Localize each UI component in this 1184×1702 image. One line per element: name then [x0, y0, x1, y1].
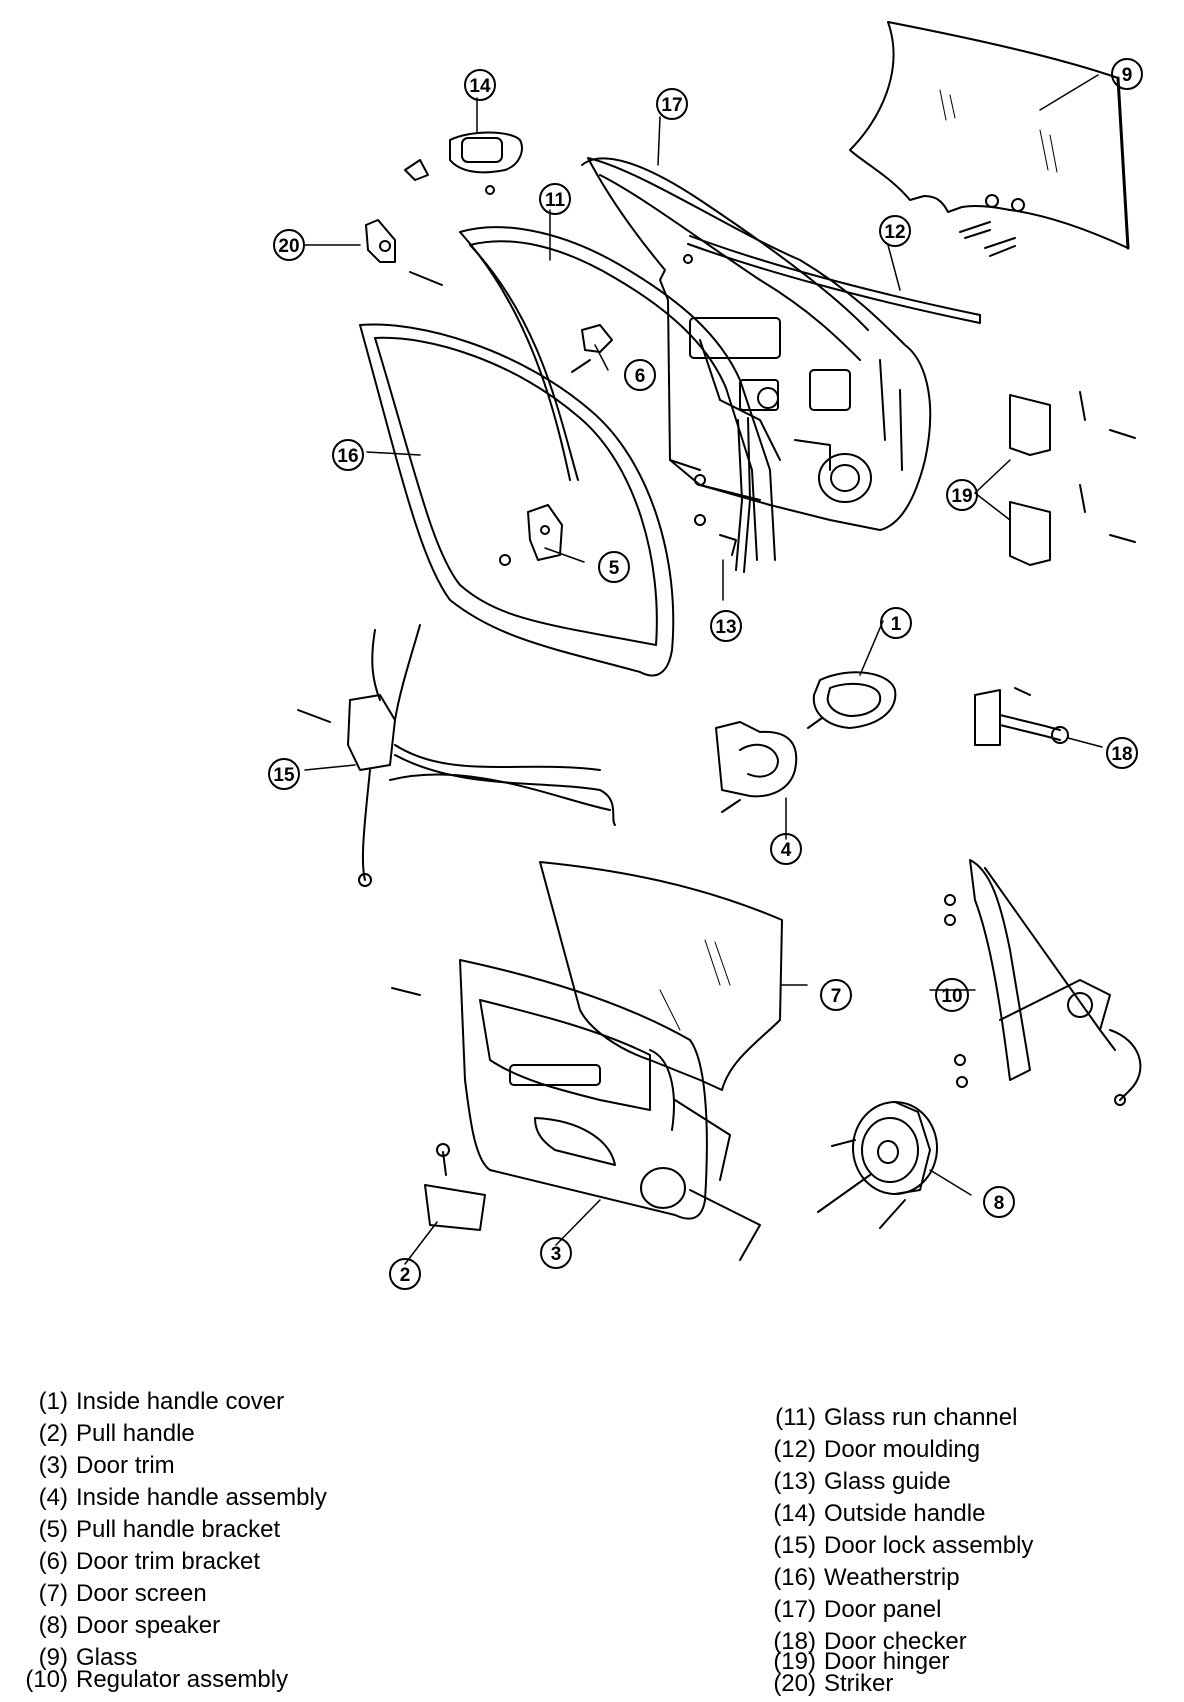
svg-text:1: 1: [891, 614, 902, 635]
callout-13: 13: [710, 610, 742, 642]
callout-20: 20: [273, 229, 305, 261]
legend-item-8: (8) Door speaker: [38, 1612, 221, 1639]
exploded-door-diagram: 1 2 3 4 5 6 7 8 9 10 11 12: [268, 0, 1143, 1290]
part-outside-handle: [405, 133, 522, 195]
svg-text:2: 2: [400, 1265, 411, 1286]
svg-text:15: 15: [273, 765, 295, 786]
svg-text:10: 10: [941, 986, 962, 1007]
legend-item-14: (14) Outside handle: [773, 1500, 986, 1527]
callout-16: 16: [332, 439, 364, 471]
legend-item-2: (2) Pull handle: [38, 1420, 195, 1447]
svg-text:3: 3: [551, 1244, 562, 1265]
callout-8: 8: [983, 1186, 1015, 1218]
svg-text:16: 16: [337, 446, 358, 467]
part-door-trim-bracket: [572, 325, 612, 372]
legend-item-17: (17) Door panel: [773, 1596, 942, 1623]
legend-item-10: (10) Regulator assembly: [25, 1666, 289, 1693]
part-glass-guide: [695, 418, 750, 572]
legend-item-19: (19) Door hinger: [773, 1648, 950, 1675]
callout-18: 18: [1106, 737, 1138, 769]
legend-item-11: (11) Glass run channel: [775, 1404, 1018, 1431]
legend-item-16: (16) Weatherstrip: [773, 1564, 960, 1591]
part-striker: [366, 220, 442, 285]
part-pull-handle-bracket: [500, 505, 562, 565]
legend-item-15: (15) Door lock assembly: [773, 1532, 1034, 1559]
legend-item-3: (3) Door trim: [38, 1452, 175, 1479]
callout-4: 4: [770, 833, 802, 865]
svg-text:19: 19: [951, 486, 972, 507]
part-door-screen: [540, 862, 782, 1090]
callout-9: 9: [1111, 58, 1143, 90]
part-door-lock-assembly: [298, 625, 615, 886]
callout-12: 12: [879, 215, 911, 247]
legend-item-7: (7) Door screen: [38, 1580, 207, 1607]
callout-7: 7: [820, 979, 852, 1011]
part-door-hinger: [1010, 392, 1135, 565]
svg-text:18: 18: [1111, 744, 1132, 765]
part-regulator-assembly: [945, 860, 1140, 1105]
legend-item-20: (20) Striker: [773, 1670, 894, 1697]
callout-17: 17: [656, 88, 688, 120]
callout-6: 6: [624, 359, 656, 391]
svg-text:12: 12: [884, 222, 905, 243]
part-door-moulding: [684, 236, 980, 323]
leader-lines: [304, 74, 1103, 1265]
part-glass: [850, 22, 1128, 256]
svg-text:9: 9: [1122, 65, 1133, 86]
svg-text:14: 14: [469, 76, 491, 97]
svg-text:6: 6: [635, 366, 646, 387]
svg-text:8: 8: [994, 1193, 1005, 1214]
part-weatherstrip: [360, 324, 673, 675]
part-inside-handle-assembly: [716, 722, 796, 812]
legend-item-9: (9) Glass: [38, 1644, 138, 1671]
legend-item-18: (18) Door checker: [773, 1628, 967, 1655]
svg-text:4: 4: [781, 840, 792, 861]
svg-text:17: 17: [661, 95, 682, 116]
callout-1: 1: [880, 607, 912, 639]
legend-item-4: (4) Inside handle assembly: [38, 1484, 327, 1511]
svg-text:5: 5: [609, 558, 620, 579]
svg-text:7: 7: [831, 986, 842, 1007]
svg-text:11: 11: [545, 190, 566, 211]
callout-2: 2: [389, 1258, 421, 1290]
callout-15: 15: [268, 758, 300, 790]
legend-item-6: (6) Door trim bracket: [38, 1548, 261, 1575]
legend-item-12: (12) Door moulding: [773, 1436, 981, 1463]
svg-text:13: 13: [715, 617, 736, 638]
part-door-trim: [392, 960, 760, 1260]
callout-5: 5: [598, 551, 630, 583]
part-glass-run-channel: [460, 227, 775, 560]
legend-item-13: (13) Glass guide: [773, 1468, 951, 1495]
callout-10: 10: [935, 978, 969, 1012]
legend-item-1: (1) Inside handle cover: [38, 1388, 285, 1415]
part-door-checker: [975, 688, 1068, 745]
part-door-panel: [582, 158, 930, 530]
legend-item-5: (5) Pull handle bracket: [38, 1516, 281, 1543]
part-pull-handle: [425, 1144, 485, 1230]
callout-11: 11: [539, 183, 571, 215]
callout-14: 14: [464, 69, 496, 101]
part-inside-handle-cover: [808, 672, 895, 728]
callout-19: 19: [946, 479, 978, 511]
callout-3: 3: [540, 1237, 572, 1269]
svg-text:20: 20: [278, 236, 299, 257]
part-door-speaker: [818, 1102, 937, 1228]
